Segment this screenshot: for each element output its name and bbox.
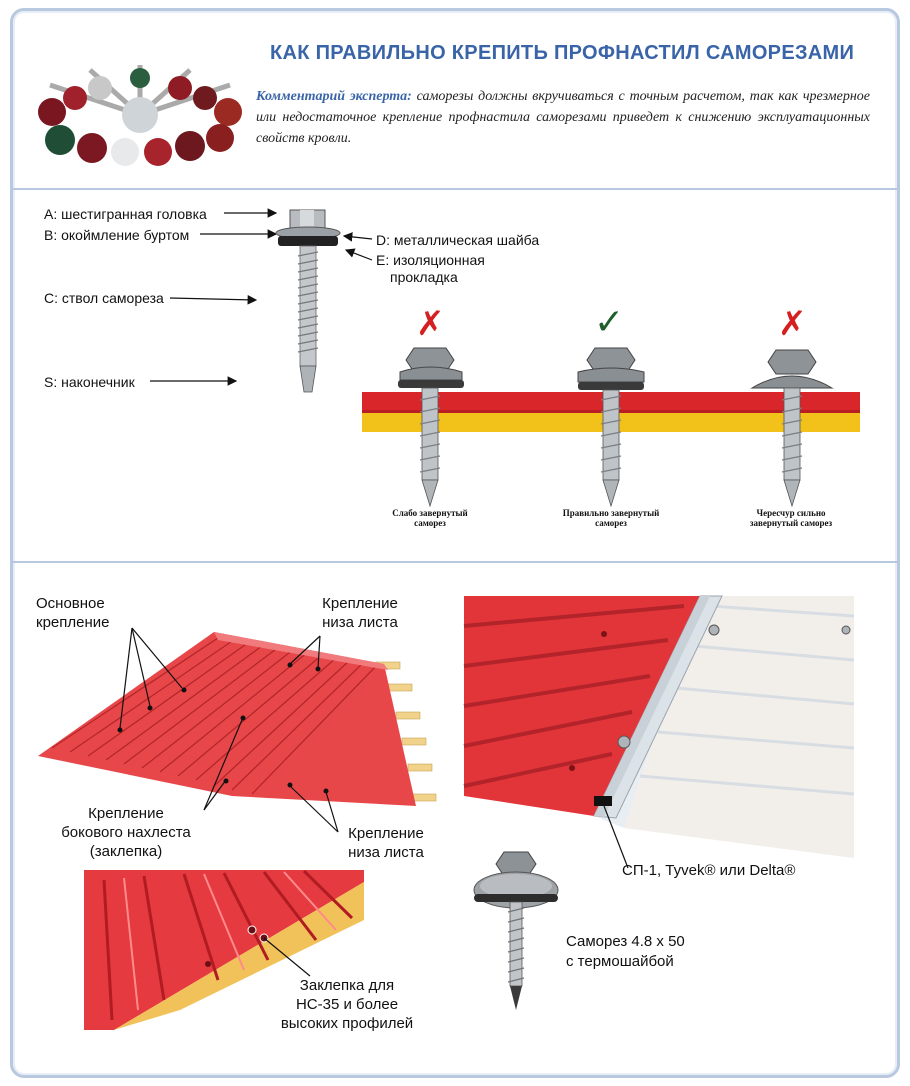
label-screw-line2: с термошайбой xyxy=(566,953,674,970)
caption-overtightened-line1: Чересчур сильно xyxy=(756,508,826,518)
label-c-shank: C: ствол самореза xyxy=(44,290,164,306)
screw-anatomy-diagram xyxy=(150,208,373,393)
label-rivet-line1: Заклепка для xyxy=(299,977,395,994)
label-bottom-right-line2: низа листа xyxy=(348,844,424,861)
tightening-comparison-diagram xyxy=(362,347,860,508)
expert-comment-lead: Комментарий эксперта: xyxy=(256,89,412,104)
label-e-line1: E: изоляционная xyxy=(376,252,485,268)
label-screw-thermo-washer: Саморез 4.8 х 50 с термошайбой xyxy=(566,932,685,972)
ridge-membrane-image xyxy=(463,595,855,869)
wrong-mark-icon-1: ✗ xyxy=(416,304,445,344)
label-d-washer: D: металлическая шайба xyxy=(376,232,540,248)
label-main-line2: крепление xyxy=(36,614,110,631)
caption-loose-line2: саморез xyxy=(414,518,446,528)
label-screw-line1: Саморез 4.8 х 50 xyxy=(566,933,685,950)
label-s-tip: S: наконечник xyxy=(44,374,135,390)
label-a-hex-head: A: шестигранная головка xyxy=(44,206,207,222)
caption-correct-line1: Правильно завернутый xyxy=(562,508,660,518)
label-e-line2: прокладка xyxy=(390,269,458,285)
screws-cluster-image xyxy=(38,65,242,166)
label-side-line1: Крепление xyxy=(88,805,164,822)
label-side-overlap-fastening: Крепление бокового нахлеста (заклепка) xyxy=(46,804,206,861)
expert-comment: Комментарий эксперта: саморезы должны вк… xyxy=(256,86,870,149)
label-bottom-right-line1: Крепление xyxy=(348,825,424,842)
label-rivet-line2: НС-35 и более xyxy=(295,996,399,1013)
page-title: КАК ПРАВИЛЬНО КРЕПИТЬ ПРОФНАСТИЛ САМОРЕЗ… xyxy=(270,42,855,64)
label-bottom-top-line1: Крепление xyxy=(322,595,398,612)
caption-loose-line1: Слабо завернутый xyxy=(392,508,468,518)
label-bottom-top-line2: низа листа xyxy=(322,614,398,631)
divider-top xyxy=(12,188,898,190)
label-membrane: СП-1, Tyvek® или Delta® xyxy=(622,862,796,879)
label-bottom-fastening-top: Крепление низа листа xyxy=(310,594,410,632)
label-side-line3: (заклепка) xyxy=(89,843,163,860)
rivet-profile-image xyxy=(84,869,364,1030)
wrong-mark-icon-2: ✗ xyxy=(778,304,807,344)
divider-middle xyxy=(12,561,898,563)
correct-mark-icon: ✓ xyxy=(594,302,625,343)
label-rivet-line3: высоких профилей xyxy=(280,1015,414,1032)
thermo-washer-screw-image xyxy=(473,851,559,1010)
caption-overtightened-line2: завернутый саморез xyxy=(749,518,833,528)
label-main-line1: Основное xyxy=(36,595,105,612)
screw-correct xyxy=(577,347,645,508)
label-side-line2: бокового нахлеста xyxy=(61,824,191,841)
label-b-collar: B: окоймление буртом xyxy=(44,227,190,243)
caption-correct-line2: саморез xyxy=(595,518,627,528)
label-main-fastening: Основное крепление xyxy=(36,594,136,632)
label-bottom-fastening-right: Крепление низа листа xyxy=(336,824,436,862)
expert-comment-text: саморезы должны вкручиваться с точным ра… xyxy=(256,89,870,146)
